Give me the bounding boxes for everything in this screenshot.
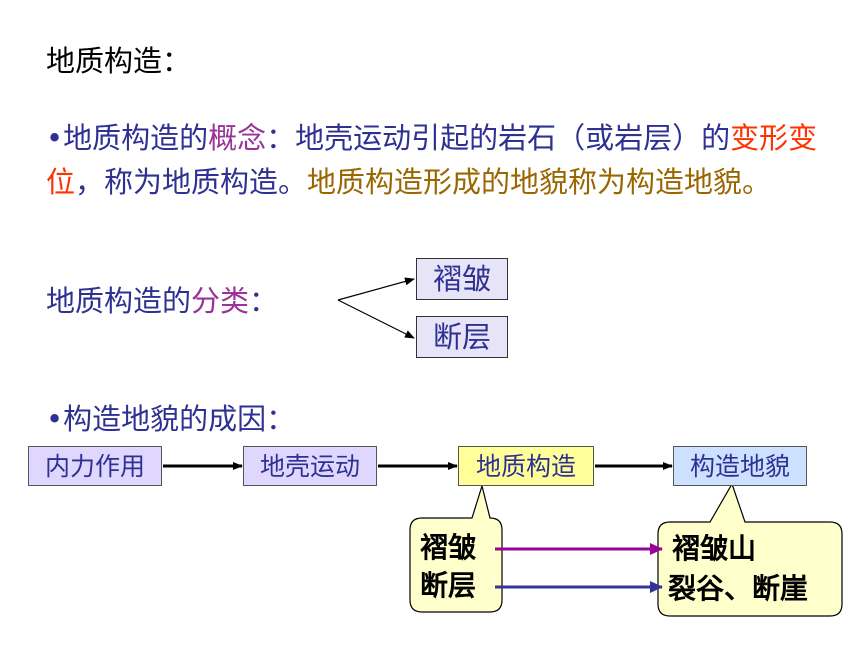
causes-title: •构造地貌的成因： [46, 402, 296, 436]
concept-term: 概念 [208, 121, 267, 155]
type-fold-box: 褶皱 [416, 258, 508, 300]
concept-paragraph: •地质构造的概念：地壳运动引起的岩石（或岩层）的变形变位，称为地质构造。地质构造… [46, 116, 852, 204]
flow-step-geologic-structure: 地质构造 [458, 446, 594, 486]
structure-fault-text: 断层 [420, 569, 477, 602]
classification-colon: ： [249, 284, 279, 318]
concept-colon: ： [266, 121, 296, 155]
classification-branch-down [337, 299, 415, 339]
landform-bubble [657, 482, 843, 617]
flow-step-internal-force: 内力作用 [28, 446, 162, 486]
bullet: • [46, 121, 64, 155]
concept-highlight: 变形变位 [46, 121, 818, 199]
classification-label: 地质构造的分类： [46, 278, 278, 320]
concept-definition-b: ，称为地质构造。 [75, 165, 308, 199]
type-fault-box: 断层 [416, 316, 508, 358]
classification-branch-up [337, 277, 415, 301]
page-title: 地质构造： [46, 44, 192, 78]
concept-lead: 地质构造的 [63, 121, 209, 155]
concept-definition-a: 地壳运动引起的岩石（或岩层）的 [295, 121, 731, 155]
landform-rift-scarp-text: 裂谷、断崖 [668, 572, 809, 605]
classification-lead: 地质构造的 [46, 284, 192, 318]
landform-fold-mountain-text: 褶皱山 [672, 532, 757, 565]
classification-term: 分类 [191, 284, 250, 318]
flow-step-crustal-movement: 地壳运动 [243, 446, 377, 486]
structure-bubble [409, 483, 503, 613]
flow-step-structural-landform: 构造地貌 [673, 446, 807, 486]
landform-sentence: 地质构造形成的地貌称为构造地貌。 [307, 165, 772, 199]
structure-fold-text: 褶皱 [420, 531, 477, 564]
